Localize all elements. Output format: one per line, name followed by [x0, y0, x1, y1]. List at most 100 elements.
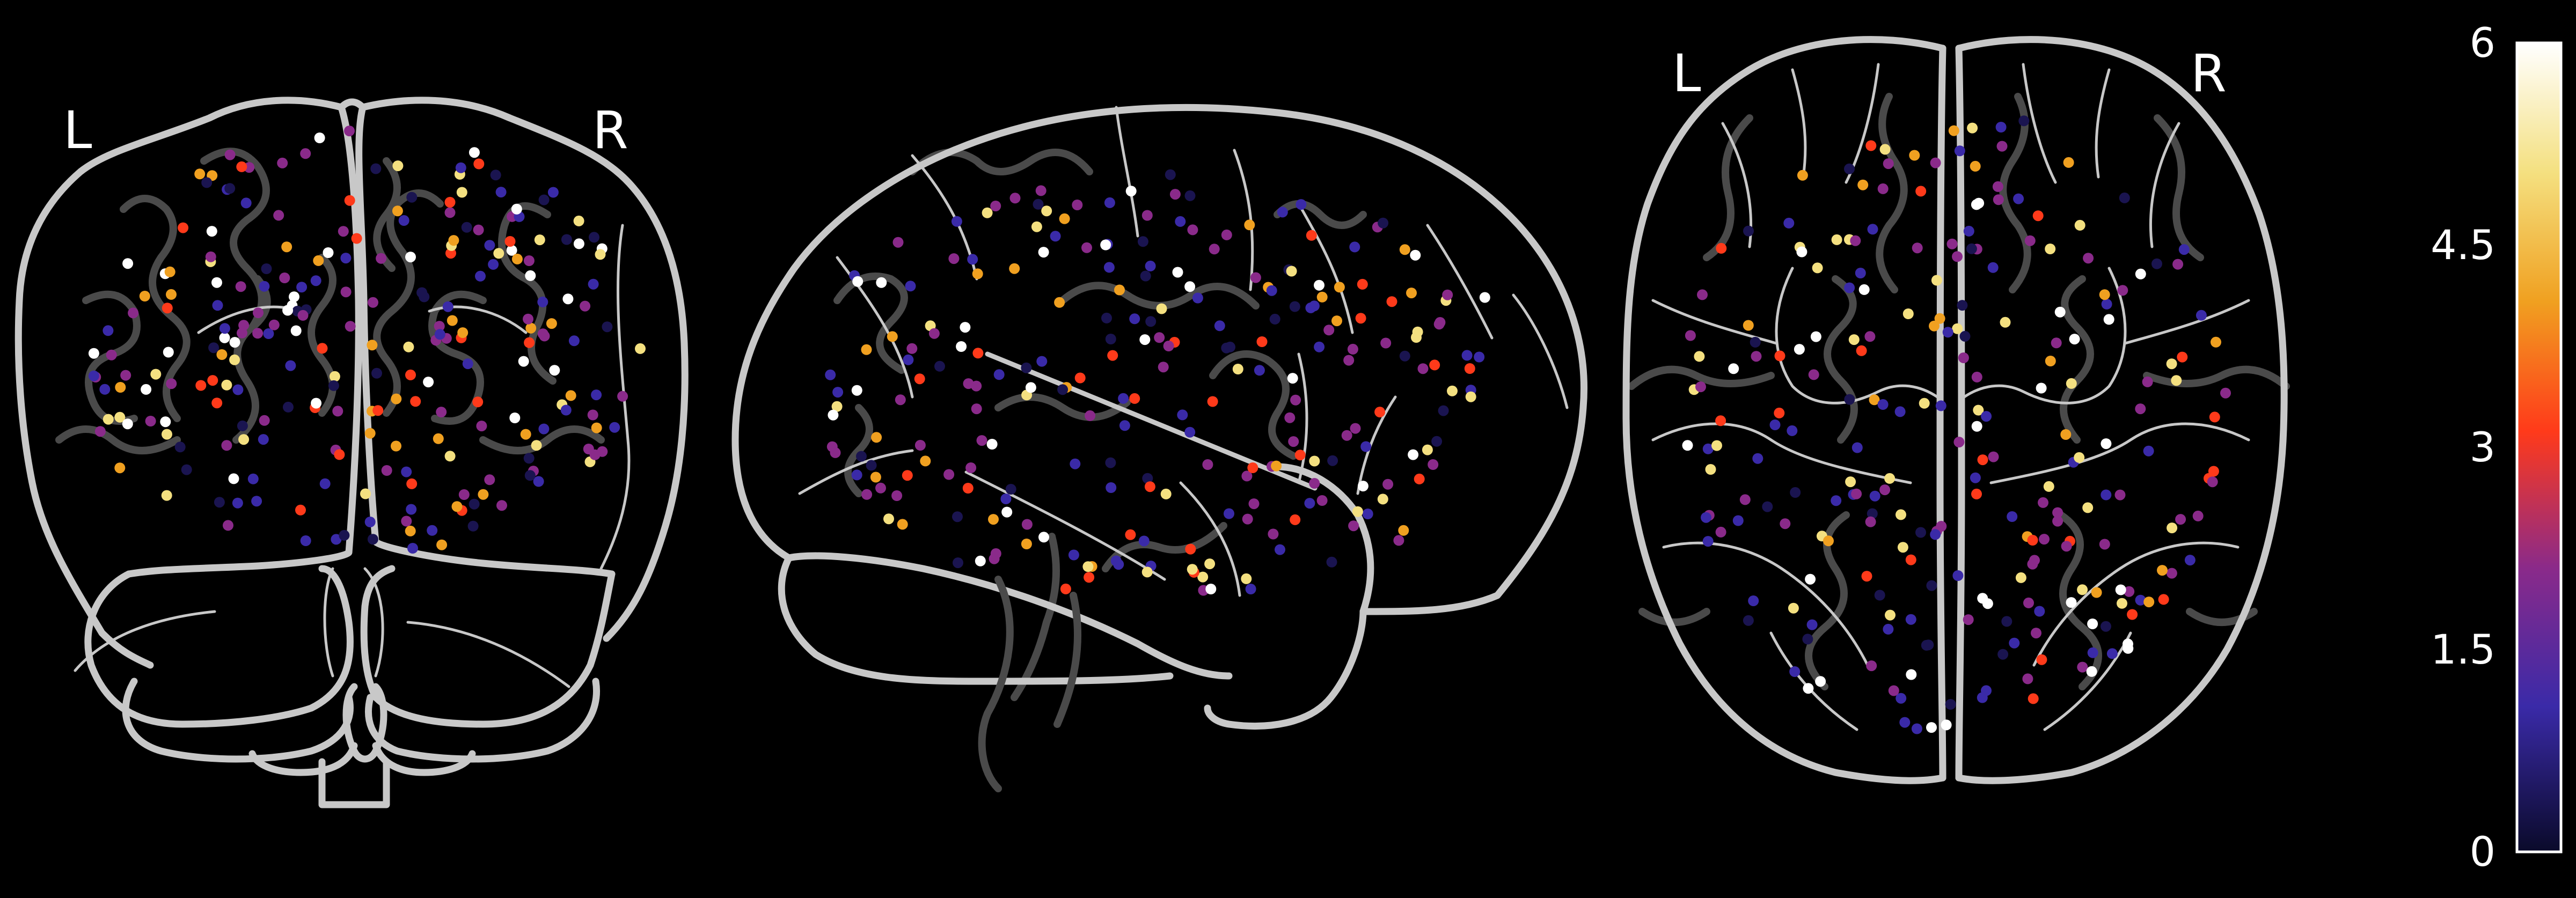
marker-node: [1966, 243, 1977, 254]
marker-node: [1156, 303, 1167, 314]
marker-node: [538, 194, 550, 205]
marker-node: [2087, 619, 2098, 629]
marker-node: [1796, 246, 1807, 257]
marker-node: [1105, 457, 1116, 468]
marker-node: [2018, 115, 2030, 127]
marker-node: [1248, 498, 1260, 510]
marker-node: [928, 328, 940, 339]
marker-node: [1715, 526, 1726, 538]
marker-node: [314, 133, 325, 143]
marker-node: [2043, 481, 2054, 492]
marker-node: [1187, 564, 1198, 575]
marker-node: [122, 418, 133, 430]
marker-node: [2220, 387, 2231, 399]
marker-node: [258, 434, 269, 445]
marker-node: [279, 273, 290, 283]
marker-node: [891, 490, 903, 501]
marker-node: [875, 482, 886, 494]
marker-node: [1104, 197, 1115, 208]
marker-node: [1221, 229, 1232, 240]
marker-node: [219, 332, 230, 343]
marker-node: [1685, 330, 1696, 341]
marker-node: [1327, 455, 1338, 466]
marker-node: [1242, 513, 1253, 525]
marker-node: [462, 358, 473, 370]
marker-node: [1874, 590, 1885, 601]
marker-node: [1001, 506, 1013, 518]
marker-node: [219, 323, 230, 334]
marker-node: [1831, 234, 1842, 245]
marker-node: [2166, 358, 2177, 370]
marker-node: [334, 449, 345, 460]
marker-node: [1355, 313, 1366, 324]
marker-node: [323, 247, 334, 258]
marker-node: [2119, 192, 2130, 203]
marker-node: [635, 343, 646, 354]
marker-node: [1967, 122, 1978, 134]
marker-node: [2061, 541, 2072, 552]
marker-node: [914, 373, 925, 385]
marker-node: [1869, 394, 1880, 406]
marker-node: [1114, 284, 1125, 296]
marker-node: [988, 514, 999, 525]
marker-node: [410, 396, 421, 407]
marker-node: [1919, 398, 1930, 409]
marker-node: [1429, 359, 1440, 371]
marker-node: [2039, 534, 2050, 545]
marker-node: [1865, 516, 1876, 527]
marker-node: [1739, 494, 1751, 505]
marker-node: [1411, 332, 1422, 343]
marker-node: [2101, 438, 2112, 450]
marker-node: [310, 275, 321, 286]
marker-node: [212, 300, 223, 311]
marker-node: [524, 470, 536, 481]
marker-node: [2101, 489, 2112, 500]
marker-node: [2171, 375, 2182, 386]
marker-node: [281, 241, 292, 253]
marker-node: [1357, 278, 1368, 290]
marker-node: [401, 466, 412, 477]
marker-node: [1414, 473, 1425, 484]
marker-node: [2087, 647, 2098, 658]
marker-node: [993, 369, 1005, 380]
axial-markers: [1682, 115, 2231, 734]
marker-node: [1909, 150, 1920, 161]
marker-node: [2178, 244, 2190, 255]
marker-node: [406, 478, 418, 489]
marker-node: [1184, 190, 1196, 201]
marker-node: [478, 489, 489, 500]
marker-node: [990, 201, 1001, 211]
marker-node: [285, 360, 296, 371]
marker-node: [1289, 301, 1300, 312]
marker-node: [1743, 320, 1754, 331]
marker-node: [436, 407, 447, 418]
marker-node: [1935, 400, 1946, 411]
marker-node: [1867, 224, 1878, 235]
marker-node: [2022, 673, 2033, 684]
marker-node: [1038, 532, 1049, 543]
marker-node: [972, 268, 983, 279]
marker-node: [2086, 666, 2097, 677]
marker-node: [538, 423, 550, 435]
marker-node: [1309, 455, 1320, 467]
marker-node: [956, 341, 967, 352]
marker-node: [469, 147, 480, 158]
marker-node: [237, 420, 248, 431]
marker-node: [214, 497, 225, 508]
marker-node: [602, 321, 613, 333]
marker-node: [1106, 482, 1117, 493]
marker-node: [1705, 464, 1716, 475]
marker-node: [427, 525, 438, 536]
marker-node: [344, 195, 355, 206]
marker-node: [1970, 160, 1981, 172]
colorbar-tick-label: 3: [2470, 423, 2496, 471]
marker-node: [1888, 685, 1899, 696]
marker-node: [407, 543, 418, 554]
marker-node: [1266, 285, 1277, 296]
marker-node: [2117, 598, 2127, 609]
marker-node: [2184, 555, 2196, 566]
marker-node: [2091, 587, 2102, 598]
marker-node: [2114, 489, 2126, 500]
marker-node: [1977, 454, 1988, 466]
marker-node: [2117, 285, 2128, 296]
